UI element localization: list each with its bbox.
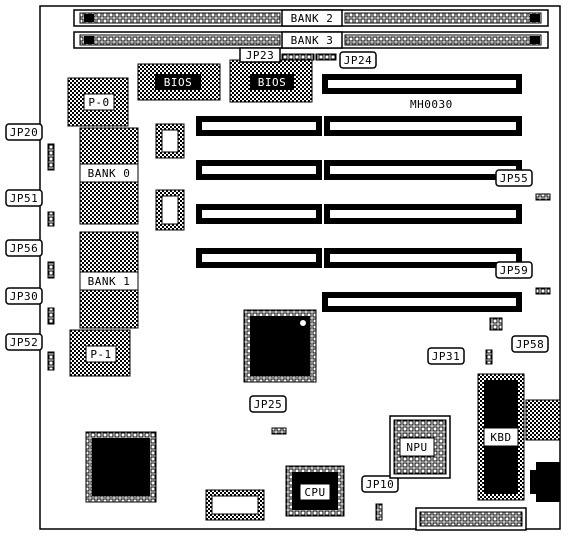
bios-chip-2: BIOS bbox=[229, 59, 313, 103]
jp31-label: JP31 bbox=[432, 350, 461, 363]
jp56-label: JP56 bbox=[10, 242, 39, 255]
jp59-jumper: JP59 bbox=[495, 261, 551, 295]
p1-label: P-1 bbox=[90, 348, 111, 361]
bank3-label: BANK 3 bbox=[291, 34, 334, 47]
bank1-label: BANK 1 bbox=[88, 275, 131, 288]
bios-chip-1: BIOS bbox=[137, 63, 221, 101]
power-connector bbox=[415, 507, 527, 531]
jp52-label: JP52 bbox=[10, 336, 39, 349]
jp20-jumper: JP20 bbox=[5, 123, 55, 171]
expansion-slots bbox=[196, 74, 522, 312]
chip-small-2 bbox=[155, 189, 185, 231]
bank2-slot: BANK 2 bbox=[73, 9, 549, 27]
jp51-jumper: JP51 bbox=[5, 189, 55, 227]
chipset-qfp-2 bbox=[85, 431, 157, 503]
jp20-label: JP20 bbox=[10, 126, 39, 139]
jp10-label: JP10 bbox=[366, 478, 395, 491]
jp24-label: JP24 bbox=[344, 54, 373, 67]
chip-small-3 bbox=[205, 489, 265, 521]
bank3-slot: BANK 3 bbox=[73, 31, 549, 49]
jp31-jumper: JP31 bbox=[427, 347, 493, 365]
jp25-label: JP25 bbox=[254, 398, 283, 411]
kbd-label: KBD bbox=[490, 431, 511, 444]
jp24-jumper: JP24 bbox=[315, 51, 377, 69]
p0-label: P-0 bbox=[88, 96, 109, 109]
jp56-jumper: JP56 bbox=[5, 239, 55, 279]
p0-socket: P-0 bbox=[67, 77, 129, 127]
npu-socket: NPU bbox=[389, 415, 451, 479]
jp52-jumper: JP52 bbox=[5, 333, 55, 371]
p1-socket: P-1 bbox=[69, 329, 131, 377]
jp55-jumper: JP55 bbox=[495, 169, 551, 201]
bank0-label: BANK 0 bbox=[88, 167, 131, 180]
jp23-jumper: JP23 bbox=[239, 47, 315, 63]
jp58-label: JP58 bbox=[516, 338, 545, 351]
bank0-simm: BANK 0 bbox=[79, 127, 139, 225]
jp59-label: JP59 bbox=[500, 264, 529, 277]
chip-small-1 bbox=[155, 123, 185, 159]
jp10-jumper: JP10 bbox=[361, 475, 399, 521]
jp23-label: JP23 bbox=[246, 49, 275, 62]
bank1-simm: BANK 1 bbox=[79, 231, 139, 329]
jp51-label: JP51 bbox=[10, 192, 39, 205]
jp30-label: JP30 bbox=[10, 290, 39, 303]
jp30-jumper: JP30 bbox=[5, 287, 55, 325]
npu-label: NPU bbox=[406, 441, 427, 454]
bios-label-1: BIOS bbox=[164, 76, 193, 89]
kbd-chip: KBD bbox=[477, 373, 525, 501]
chipset-qfp-1 bbox=[243, 309, 317, 383]
bank2-label: BANK 2 bbox=[291, 12, 334, 25]
cpu-chip: CPU bbox=[285, 465, 345, 517]
bios-label-2: BIOS bbox=[258, 76, 287, 89]
jp58-jumper: JP58 bbox=[489, 317, 549, 353]
model-label: MH0030 bbox=[410, 98, 453, 111]
jp25-jumper: JP25 bbox=[249, 395, 287, 435]
battery bbox=[525, 399, 561, 441]
keyboard-connector bbox=[530, 462, 560, 502]
jp55-label: JP55 bbox=[500, 172, 529, 185]
cpu-label: CPU bbox=[304, 486, 325, 499]
